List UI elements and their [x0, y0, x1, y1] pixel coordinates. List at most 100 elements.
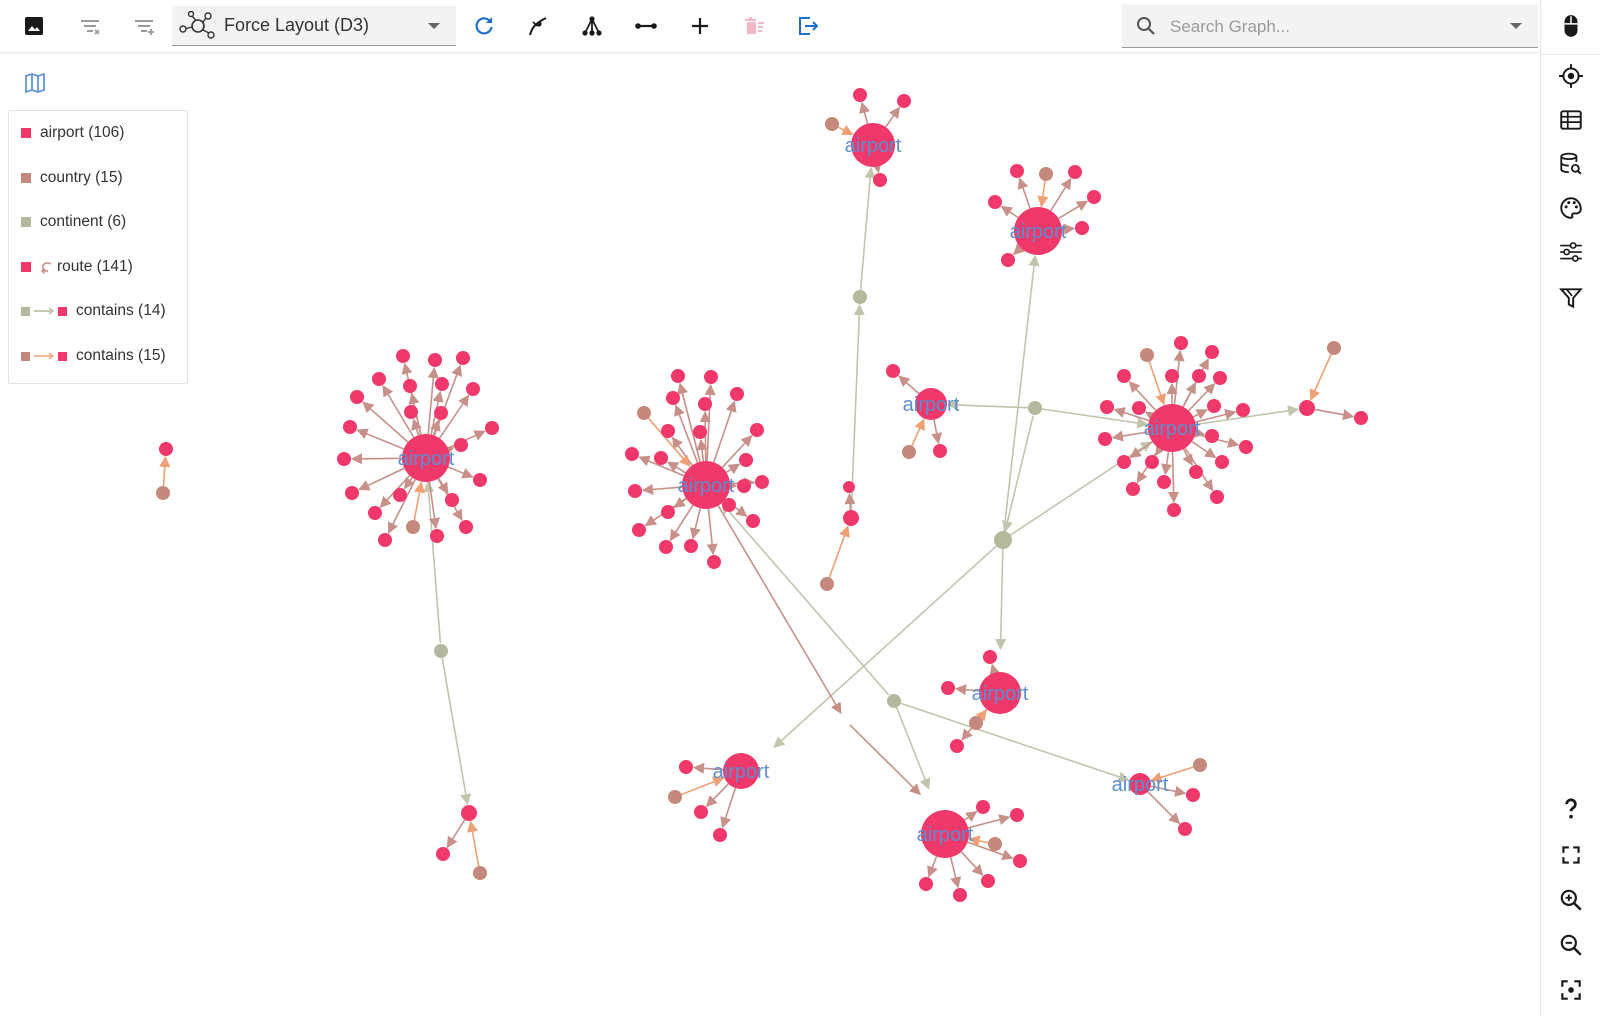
- airport-node[interactable]: [851, 123, 895, 167]
- continent-node[interactable]: [887, 694, 901, 708]
- airport-node[interactable]: [983, 650, 997, 664]
- contains-edge[interactable]: [837, 124, 854, 136]
- airport-node[interactable]: [722, 498, 736, 512]
- airport-node[interactable]: [337, 452, 351, 466]
- route-edge[interactable]: [704, 383, 716, 462]
- mouse-mode-button[interactable]: [1553, 8, 1589, 44]
- route-edge[interactable]: [844, 492, 856, 511]
- route-edge[interactable]: [954, 684, 980, 696]
- airport-node[interactable]: [403, 379, 417, 393]
- airport-node[interactable]: [755, 475, 769, 489]
- help-button[interactable]: [1553, 790, 1589, 826]
- route-edge[interactable]: [1191, 440, 1217, 459]
- route-edge[interactable]: [1155, 443, 1166, 457]
- airport-node[interactable]: [1239, 440, 1253, 454]
- airport-node[interactable]: [628, 484, 642, 498]
- country-node[interactable]: [969, 716, 983, 730]
- airport-node[interactable]: [950, 739, 964, 753]
- airport-node[interactable]: [1001, 253, 1015, 267]
- route-edge[interactable]: [870, 161, 882, 174]
- contains-edge[interactable]: [900, 702, 1130, 783]
- country-node[interactable]: [1327, 341, 1341, 355]
- tree-layout-button[interactable]: [574, 8, 610, 44]
- airport-node[interactable]: [1148, 404, 1196, 452]
- route-edge[interactable]: [721, 435, 753, 468]
- route-edge[interactable]: [638, 455, 685, 477]
- continent-node[interactable]: [853, 290, 867, 304]
- airport-node[interactable]: [1205, 345, 1219, 359]
- airport-node[interactable]: [435, 377, 449, 391]
- route-edge[interactable]: [428, 481, 441, 530]
- airport-node[interactable]: [402, 434, 450, 482]
- contains-edge[interactable]: [828, 525, 850, 578]
- styles-button[interactable]: [1553, 190, 1589, 226]
- airport-node[interactable]: [981, 874, 995, 888]
- fullscreen-button[interactable]: [1553, 837, 1589, 873]
- airport-node[interactable]: [1014, 207, 1062, 255]
- airport-node[interactable]: [1100, 400, 1114, 414]
- airport-node[interactable]: [1207, 399, 1221, 413]
- route-edge[interactable]: [356, 428, 405, 450]
- route-edge[interactable]: [1050, 177, 1072, 212]
- route-edge[interactable]: [989, 663, 1001, 676]
- contains-edge[interactable]: [647, 417, 691, 467]
- contains-edge[interactable]: [995, 548, 1007, 651]
- airport-node[interactable]: [473, 473, 487, 487]
- airport-node[interactable]: [713, 828, 727, 842]
- route-edge[interactable]: [442, 446, 455, 457]
- route-edge[interactable]: [705, 783, 730, 808]
- airport-node[interactable]: [1189, 465, 1203, 479]
- airport-node[interactable]: [886, 364, 900, 378]
- contains-edge[interactable]: [968, 835, 989, 847]
- airport-node[interactable]: [372, 372, 386, 386]
- airport-node[interactable]: [659, 540, 673, 554]
- airport-node[interactable]: [1213, 371, 1227, 385]
- airport-node[interactable]: [693, 425, 707, 439]
- airport-node[interactable]: [1129, 773, 1151, 795]
- airport-node[interactable]: [679, 760, 693, 774]
- route-edge[interactable]: [725, 463, 741, 475]
- contains-edge[interactable]: [441, 657, 472, 806]
- route-edge[interactable]: [1111, 430, 1149, 442]
- airport-node[interactable]: [396, 349, 410, 363]
- contains-edge[interactable]: [1003, 254, 1040, 532]
- airport-node[interactable]: [1167, 503, 1181, 517]
- legend-item-country[interactable]: country (15): [21, 166, 123, 190]
- fit-to-screen-button[interactable]: [1553, 972, 1589, 1008]
- zoom-in-button[interactable]: [1553, 882, 1589, 918]
- airport-node[interactable]: [485, 421, 499, 435]
- route-edge[interactable]: [1193, 426, 1206, 438]
- route-edge[interactable]: [706, 508, 718, 556]
- airport-node[interactable]: [350, 390, 364, 404]
- route-edge[interactable]: [1147, 791, 1181, 825]
- delete-button[interactable]: [736, 8, 772, 44]
- country-node[interactable]: [637, 406, 651, 420]
- airport-node[interactable]: [1165, 369, 1179, 383]
- route-edge[interactable]: [1192, 409, 1208, 420]
- contains-edge[interactable]: [159, 455, 171, 487]
- airport-node[interactable]: [378, 533, 392, 547]
- country-node[interactable]: [902, 445, 916, 459]
- contains-edge[interactable]: [681, 776, 725, 796]
- airport-node[interactable]: [1236, 403, 1250, 417]
- route-edge[interactable]: [699, 410, 711, 462]
- airport-node[interactable]: [654, 451, 668, 465]
- route-edge[interactable]: [964, 810, 978, 823]
- airport-node[interactable]: [1178, 822, 1192, 836]
- zoom-out-button[interactable]: [1553, 927, 1589, 963]
- airport-node[interactable]: [466, 382, 480, 396]
- contains-edge[interactable]: [721, 502, 890, 696]
- continent-node[interactable]: [434, 644, 448, 658]
- airport-node[interactable]: [1205, 429, 1219, 443]
- country-node[interactable]: [473, 866, 487, 880]
- contains-edge[interactable]: [1148, 361, 1166, 406]
- contains-edge[interactable]: [850, 303, 865, 511]
- airport-node[interactable]: [1145, 455, 1159, 469]
- route-edge[interactable]: [438, 394, 470, 439]
- airport-node[interactable]: [1157, 475, 1171, 489]
- country-node[interactable]: [825, 117, 839, 131]
- route-edge[interactable]: [1150, 785, 1187, 797]
- airport-node[interactable]: [953, 888, 967, 902]
- route-edge[interactable]: [429, 419, 441, 436]
- curved-edge-button[interactable]: [520, 8, 556, 44]
